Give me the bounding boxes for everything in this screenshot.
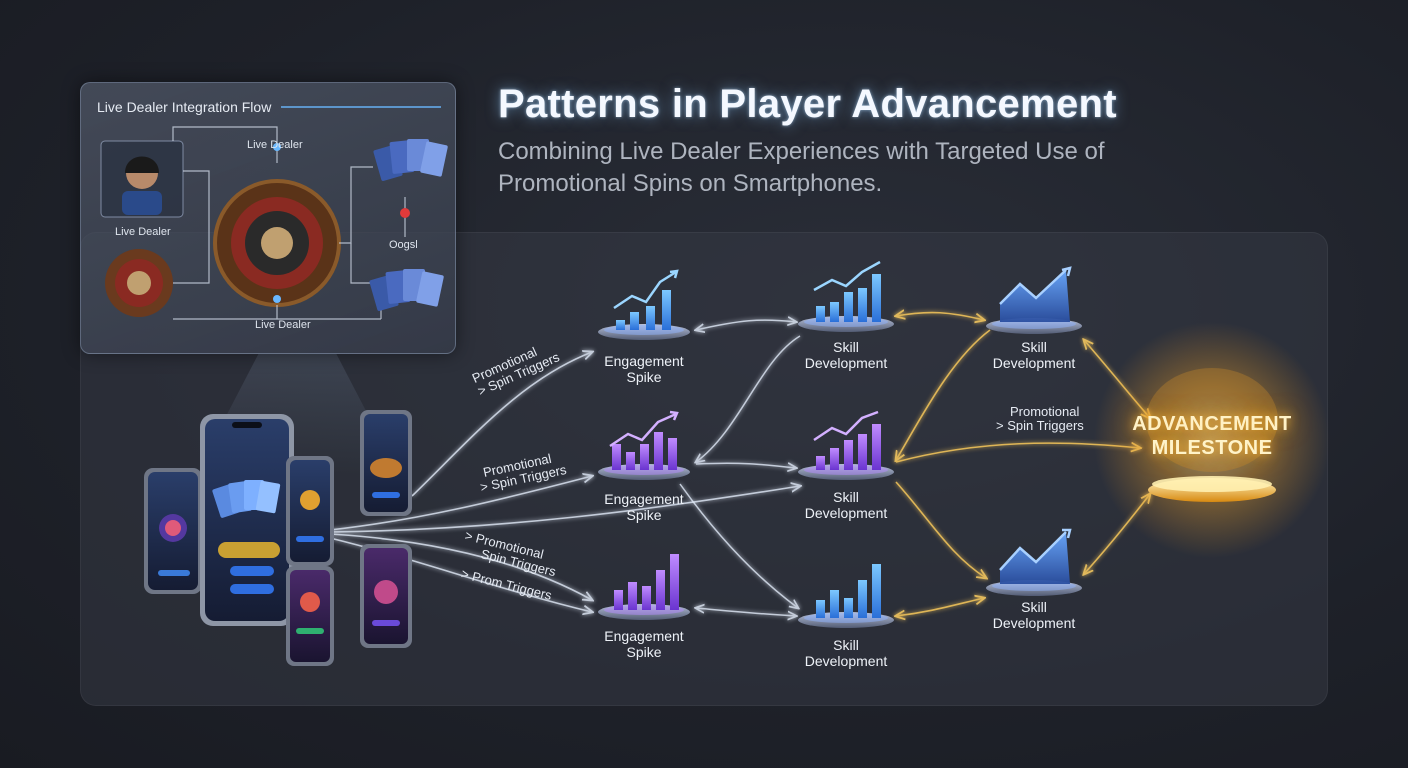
skill-node-1 [798, 260, 894, 332]
engagement-node-2 [598, 410, 690, 480]
engagement-node-3 [598, 554, 690, 620]
live-dealer-integration-panel: Live Dealer Integration Flow [80, 82, 456, 354]
skill-node-2 [798, 410, 894, 480]
page-subtitle-line1: Combining Live Dealer Experiences with T… [498, 138, 1105, 165]
milestone-line2: MILESTONE [1151, 437, 1273, 459]
page-title: Patterns in Player Advancement [498, 82, 1117, 126]
smartphones-cluster [144, 410, 412, 666]
label-live-dealer-left: Live Dealer [115, 226, 171, 238]
engagement-node-1 [598, 269, 690, 340]
label-oogsl: Oogsl [389, 239, 418, 251]
promo-label-5-line1: Promotional [1010, 404, 1080, 419]
label-live-dealer-top: Live Dealer [247, 139, 303, 151]
integration-flow-diagram [100, 106, 448, 320]
milestone-line1: ADVANCEMENT [1132, 413, 1292, 435]
promo-label-5-line2: > Spin Triggers [996, 418, 1084, 433]
engagement-to-skill-lines [679, 320, 800, 616]
inset-title: Live Dealer Integration Flow [97, 99, 272, 115]
skill-node-4 [986, 266, 1082, 334]
page-subtitle-line2: Promotional Spins on Smartphones. [498, 170, 883, 197]
skill-node-5 [986, 528, 1082, 596]
advancement-milestone-label: ADVANCEMENT MILESTONE [1120, 412, 1304, 460]
advancement-milestone [1094, 322, 1330, 558]
label-live-dealer-bottom: Live Dealer [255, 319, 311, 331]
skill-node-3 [798, 564, 894, 628]
promo-label-5: Promotional > Spin Triggers [996, 405, 1084, 433]
